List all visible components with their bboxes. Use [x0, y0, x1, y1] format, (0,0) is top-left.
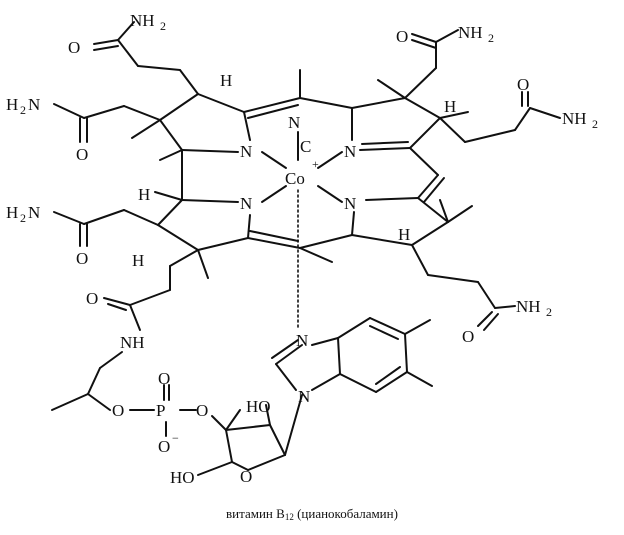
- atom-label-h: H: [444, 97, 456, 116]
- nucleotide-bonds: [197, 317, 433, 476]
- corrin-ring-bonds: [157, 93, 449, 251]
- atom-label-h2n: H: [6, 203, 18, 222]
- atom-label-n: N: [240, 142, 252, 161]
- atom-label-co: Co: [285, 169, 305, 188]
- atom-label-h: H: [398, 225, 410, 244]
- methyl-bonds: [131, 69, 473, 279]
- atom-label-o: O: [158, 369, 170, 388]
- atom-label-o: O: [76, 249, 88, 268]
- atom-label-o: O: [517, 75, 529, 94]
- atom-label-nh: NH: [120, 333, 145, 352]
- atom-labels: NH 2 O H 2 N O O NH 2 O NH 2 H 2 N O NH …: [6, 11, 598, 487]
- atom-label-nh2: NH: [130, 11, 155, 30]
- caption-rest: (цианокобаламин): [293, 506, 398, 521]
- atom-label-nh2: NH: [516, 297, 541, 316]
- atom-label-h: H: [220, 71, 232, 90]
- atom-label-o: O: [68, 38, 80, 57]
- atom-label-subscript: 2: [592, 117, 598, 131]
- atom-label-n: N: [288, 113, 300, 132]
- side-chain-bonds: [51, 21, 561, 437]
- atom-label-n: N: [298, 387, 310, 406]
- atom-label-o: O: [462, 327, 474, 346]
- atom-label-n: N: [344, 194, 356, 213]
- atom-label-o: O: [76, 145, 88, 164]
- atom-label-h: H: [132, 251, 144, 270]
- atom-label-subscript: 2: [160, 19, 166, 33]
- atom-label-o: O: [112, 401, 124, 420]
- cobalt-coordination-bonds: [261, 131, 343, 331]
- atom-label-nh2: NH: [562, 109, 587, 128]
- atom-label-o: O: [240, 467, 252, 486]
- atom-label-h2n: H: [6, 95, 18, 114]
- atom-label-ho: HO: [170, 468, 195, 487]
- caption-main: витамин B: [226, 506, 285, 521]
- atom-label-n: N: [296, 331, 308, 350]
- atom-label-subscript: 2: [546, 305, 552, 319]
- atom-label-o: O: [196, 401, 208, 420]
- figure-caption: витамин B12 (цианокобаламин): [0, 506, 624, 522]
- atom-label-o: O: [86, 289, 98, 308]
- atom-label-n: N: [28, 203, 40, 222]
- atom-label-n: N: [28, 95, 40, 114]
- atom-label-n: N: [240, 194, 252, 213]
- atom-label-charge-minus: −: [172, 431, 179, 445]
- atom-label-charge-plus: +: [312, 157, 319, 171]
- atom-label-ho: HO: [246, 397, 271, 416]
- atom-label-p: P: [156, 401, 165, 420]
- atom-label-o: O: [396, 27, 408, 46]
- atom-label-o: O: [158, 437, 170, 456]
- atom-label-n: N: [344, 142, 356, 161]
- atom-label-subscript: 2: [20, 103, 26, 117]
- atom-label-c: C: [300, 137, 311, 156]
- atom-label-subscript: 2: [20, 211, 26, 225]
- caption-subscript: 12: [284, 512, 294, 522]
- atom-label-h: H: [138, 185, 150, 204]
- atom-label-subscript: 2: [488, 31, 494, 45]
- atom-label-nh2: NH: [458, 23, 483, 42]
